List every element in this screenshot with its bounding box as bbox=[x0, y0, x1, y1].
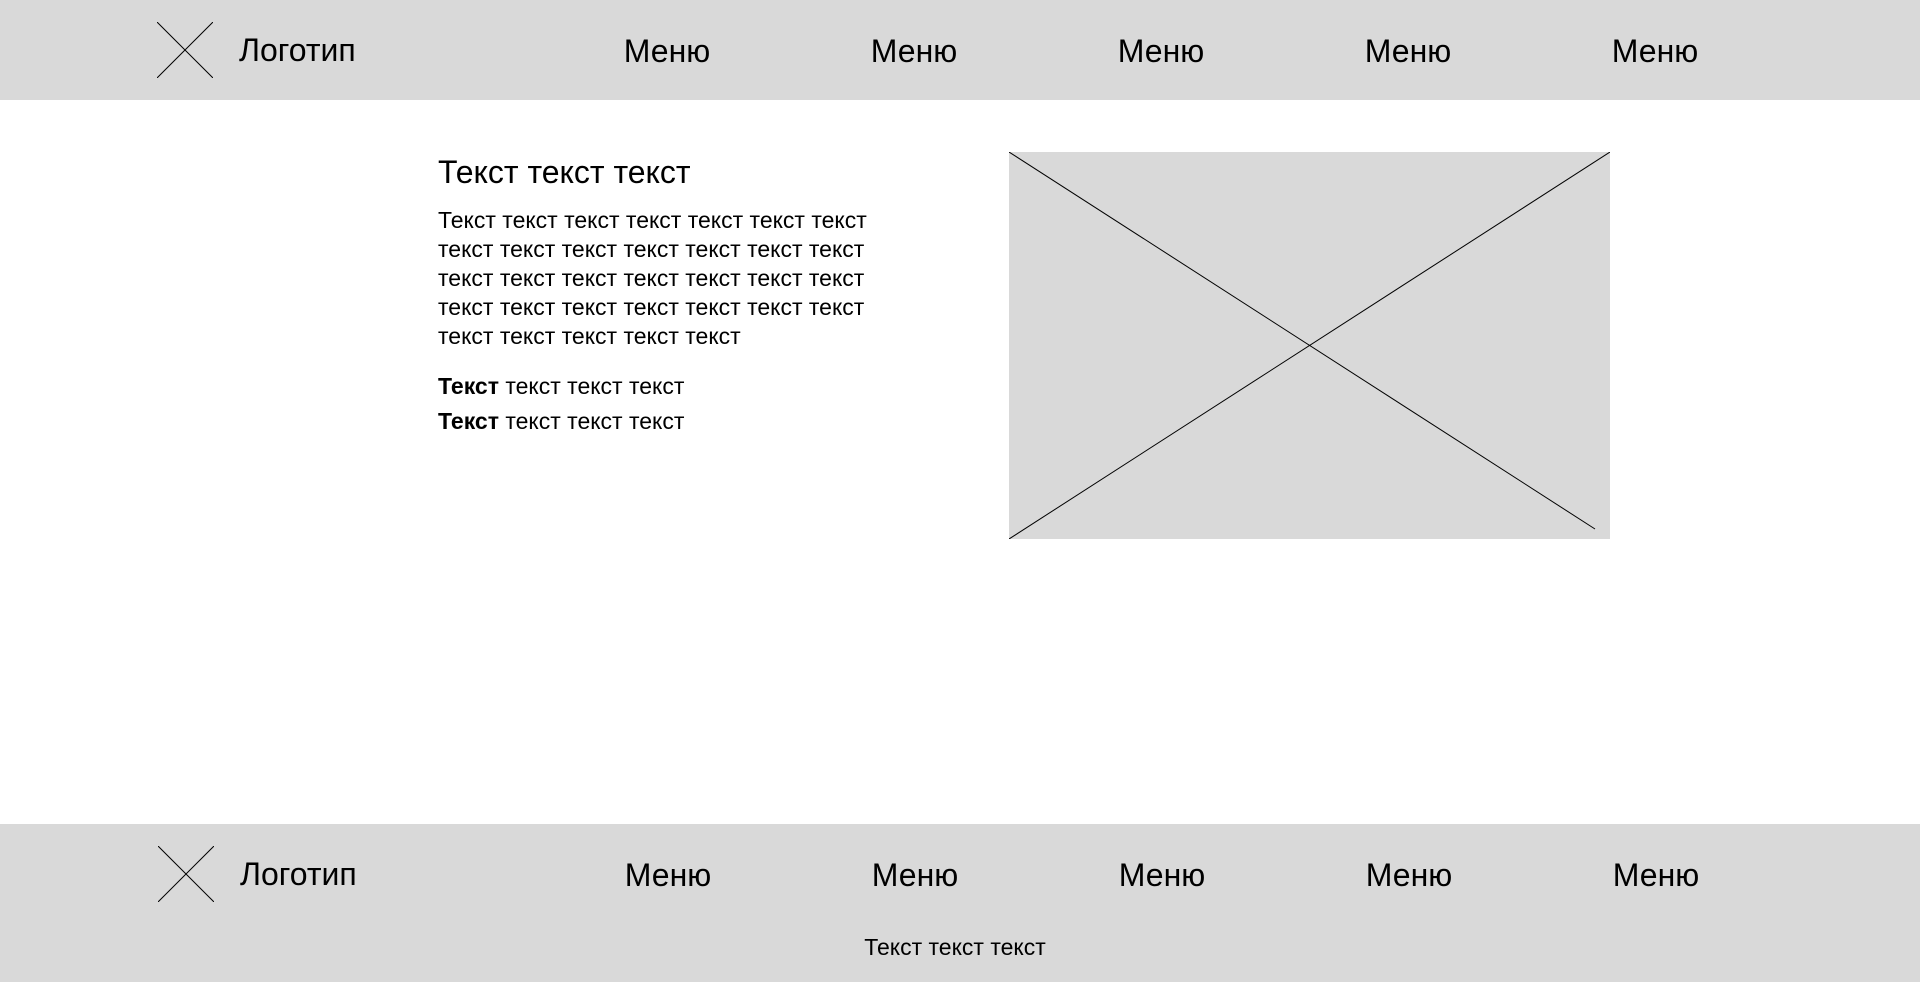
nav-menu-item-3[interactable]: Меню bbox=[1117, 33, 1205, 69]
nav-menu-item-4[interactable]: Меню bbox=[1364, 33, 1452, 69]
feature-line-1-bold: Текст bbox=[438, 373, 499, 399]
top-nav-bar: Логотип Меню Меню Меню Меню Меню bbox=[0, 0, 1920, 100]
feature-line-1: Текст текст текст текст bbox=[438, 369, 878, 404]
footer-menu-item-5[interactable]: Меню bbox=[1612, 857, 1700, 893]
feature-line-2-text: текст текст текст bbox=[498, 408, 685, 434]
image-placeholder bbox=[1009, 152, 1610, 539]
header-logo[interactable]: Логотип bbox=[157, 22, 356, 78]
feature-line-1-text: текст текст текст bbox=[498, 373, 685, 399]
nav-menu-item-5[interactable]: Меню bbox=[1611, 33, 1699, 69]
nav-menu-item-2[interactable]: Меню bbox=[870, 33, 958, 69]
logo-text: Логотип bbox=[239, 32, 356, 68]
footer-menu-item-4[interactable]: Меню bbox=[1365, 857, 1453, 893]
footer-note: Текст текст текст bbox=[864, 934, 1046, 960]
content-paragraph: Текст текст текст текст текст текст текс… bbox=[438, 207, 867, 349]
content-headline: Текст текст текст bbox=[438, 154, 691, 190]
footer-menu-item-1[interactable]: Меню bbox=[624, 857, 712, 893]
logo-placeholder-icon bbox=[158, 846, 214, 902]
nav-menu-item-1[interactable]: Меню bbox=[623, 33, 711, 69]
footer-menu-item-2[interactable]: Меню bbox=[871, 857, 959, 893]
logo-placeholder-icon bbox=[157, 22, 213, 78]
content-text-block: Текст текст текст Текст текст текст текс… bbox=[438, 150, 878, 439]
footer-logo[interactable]: Логотип bbox=[158, 846, 357, 902]
footer-menu-item-3[interactable]: Меню bbox=[1118, 857, 1206, 893]
feature-line-2-bold: Текст bbox=[438, 408, 499, 434]
feature-line-2: Текст текст текст текст bbox=[438, 404, 878, 439]
footer-bar: Логотип Меню Меню Меню Меню Меню Текст т… bbox=[0, 824, 1920, 982]
footer-logo-text: Логотип bbox=[240, 856, 357, 892]
